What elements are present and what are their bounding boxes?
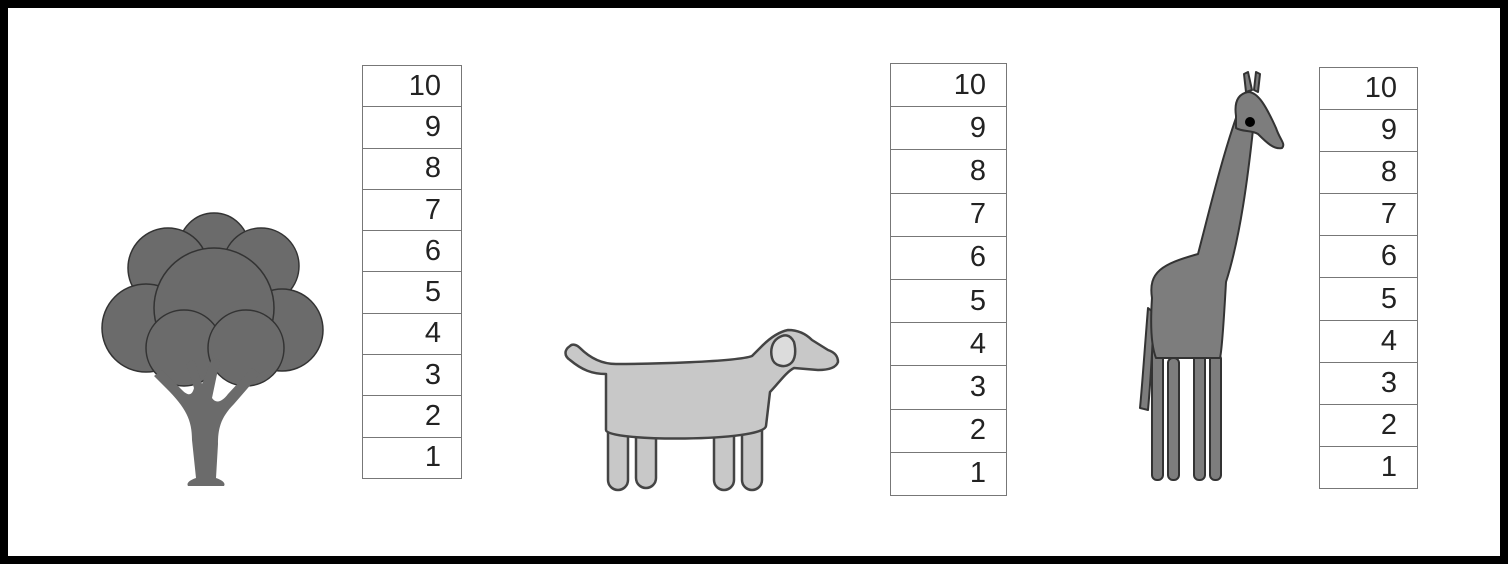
scale-cell: 6 (363, 231, 461, 272)
scale-cell: 7 (891, 194, 1006, 237)
scale-cell: 7 (363, 190, 461, 231)
giraffe-icon (1126, 58, 1296, 488)
scale-cell: 10 (891, 64, 1006, 107)
scale-cell: 8 (891, 150, 1006, 193)
scale-cell: 6 (1320, 236, 1417, 278)
scale-cell: 1 (363, 438, 461, 478)
scale-cell: 9 (363, 107, 461, 148)
scale-cell: 5 (1320, 278, 1417, 320)
scale-cell: 3 (1320, 363, 1417, 405)
tree-icon (96, 208, 331, 488)
scale-cell: 8 (1320, 152, 1417, 194)
scale-cell: 6 (891, 237, 1006, 280)
scale-cell: 5 (363, 272, 461, 313)
dog-scale: 10 9 8 7 6 5 4 3 2 1 (890, 63, 1007, 496)
scale-cell: 10 (1320, 68, 1417, 110)
scale-cell: 10 (363, 66, 461, 107)
scale-cell: 7 (1320, 194, 1417, 236)
scale-cell: 9 (891, 107, 1006, 150)
scale-cell: 4 (363, 314, 461, 355)
giraffe-scale: 10 9 8 7 6 5 4 3 2 1 (1319, 67, 1418, 489)
scale-cell: 3 (363, 355, 461, 396)
scale-cell: 3 (891, 366, 1006, 409)
tree-scale: 10 9 8 7 6 5 4 3 2 1 (362, 65, 462, 479)
scale-cell: 4 (891, 323, 1006, 366)
scale-cell: 2 (1320, 405, 1417, 447)
scale-cell: 1 (891, 453, 1006, 495)
dog-icon (556, 320, 856, 495)
scale-cell: 1 (1320, 447, 1417, 488)
scale-cell: 9 (1320, 110, 1417, 152)
scale-cell: 8 (363, 149, 461, 190)
scale-cell: 2 (891, 410, 1006, 453)
scale-cell: 5 (891, 280, 1006, 323)
scale-cell: 2 (363, 396, 461, 437)
scale-cell: 4 (1320, 321, 1417, 363)
